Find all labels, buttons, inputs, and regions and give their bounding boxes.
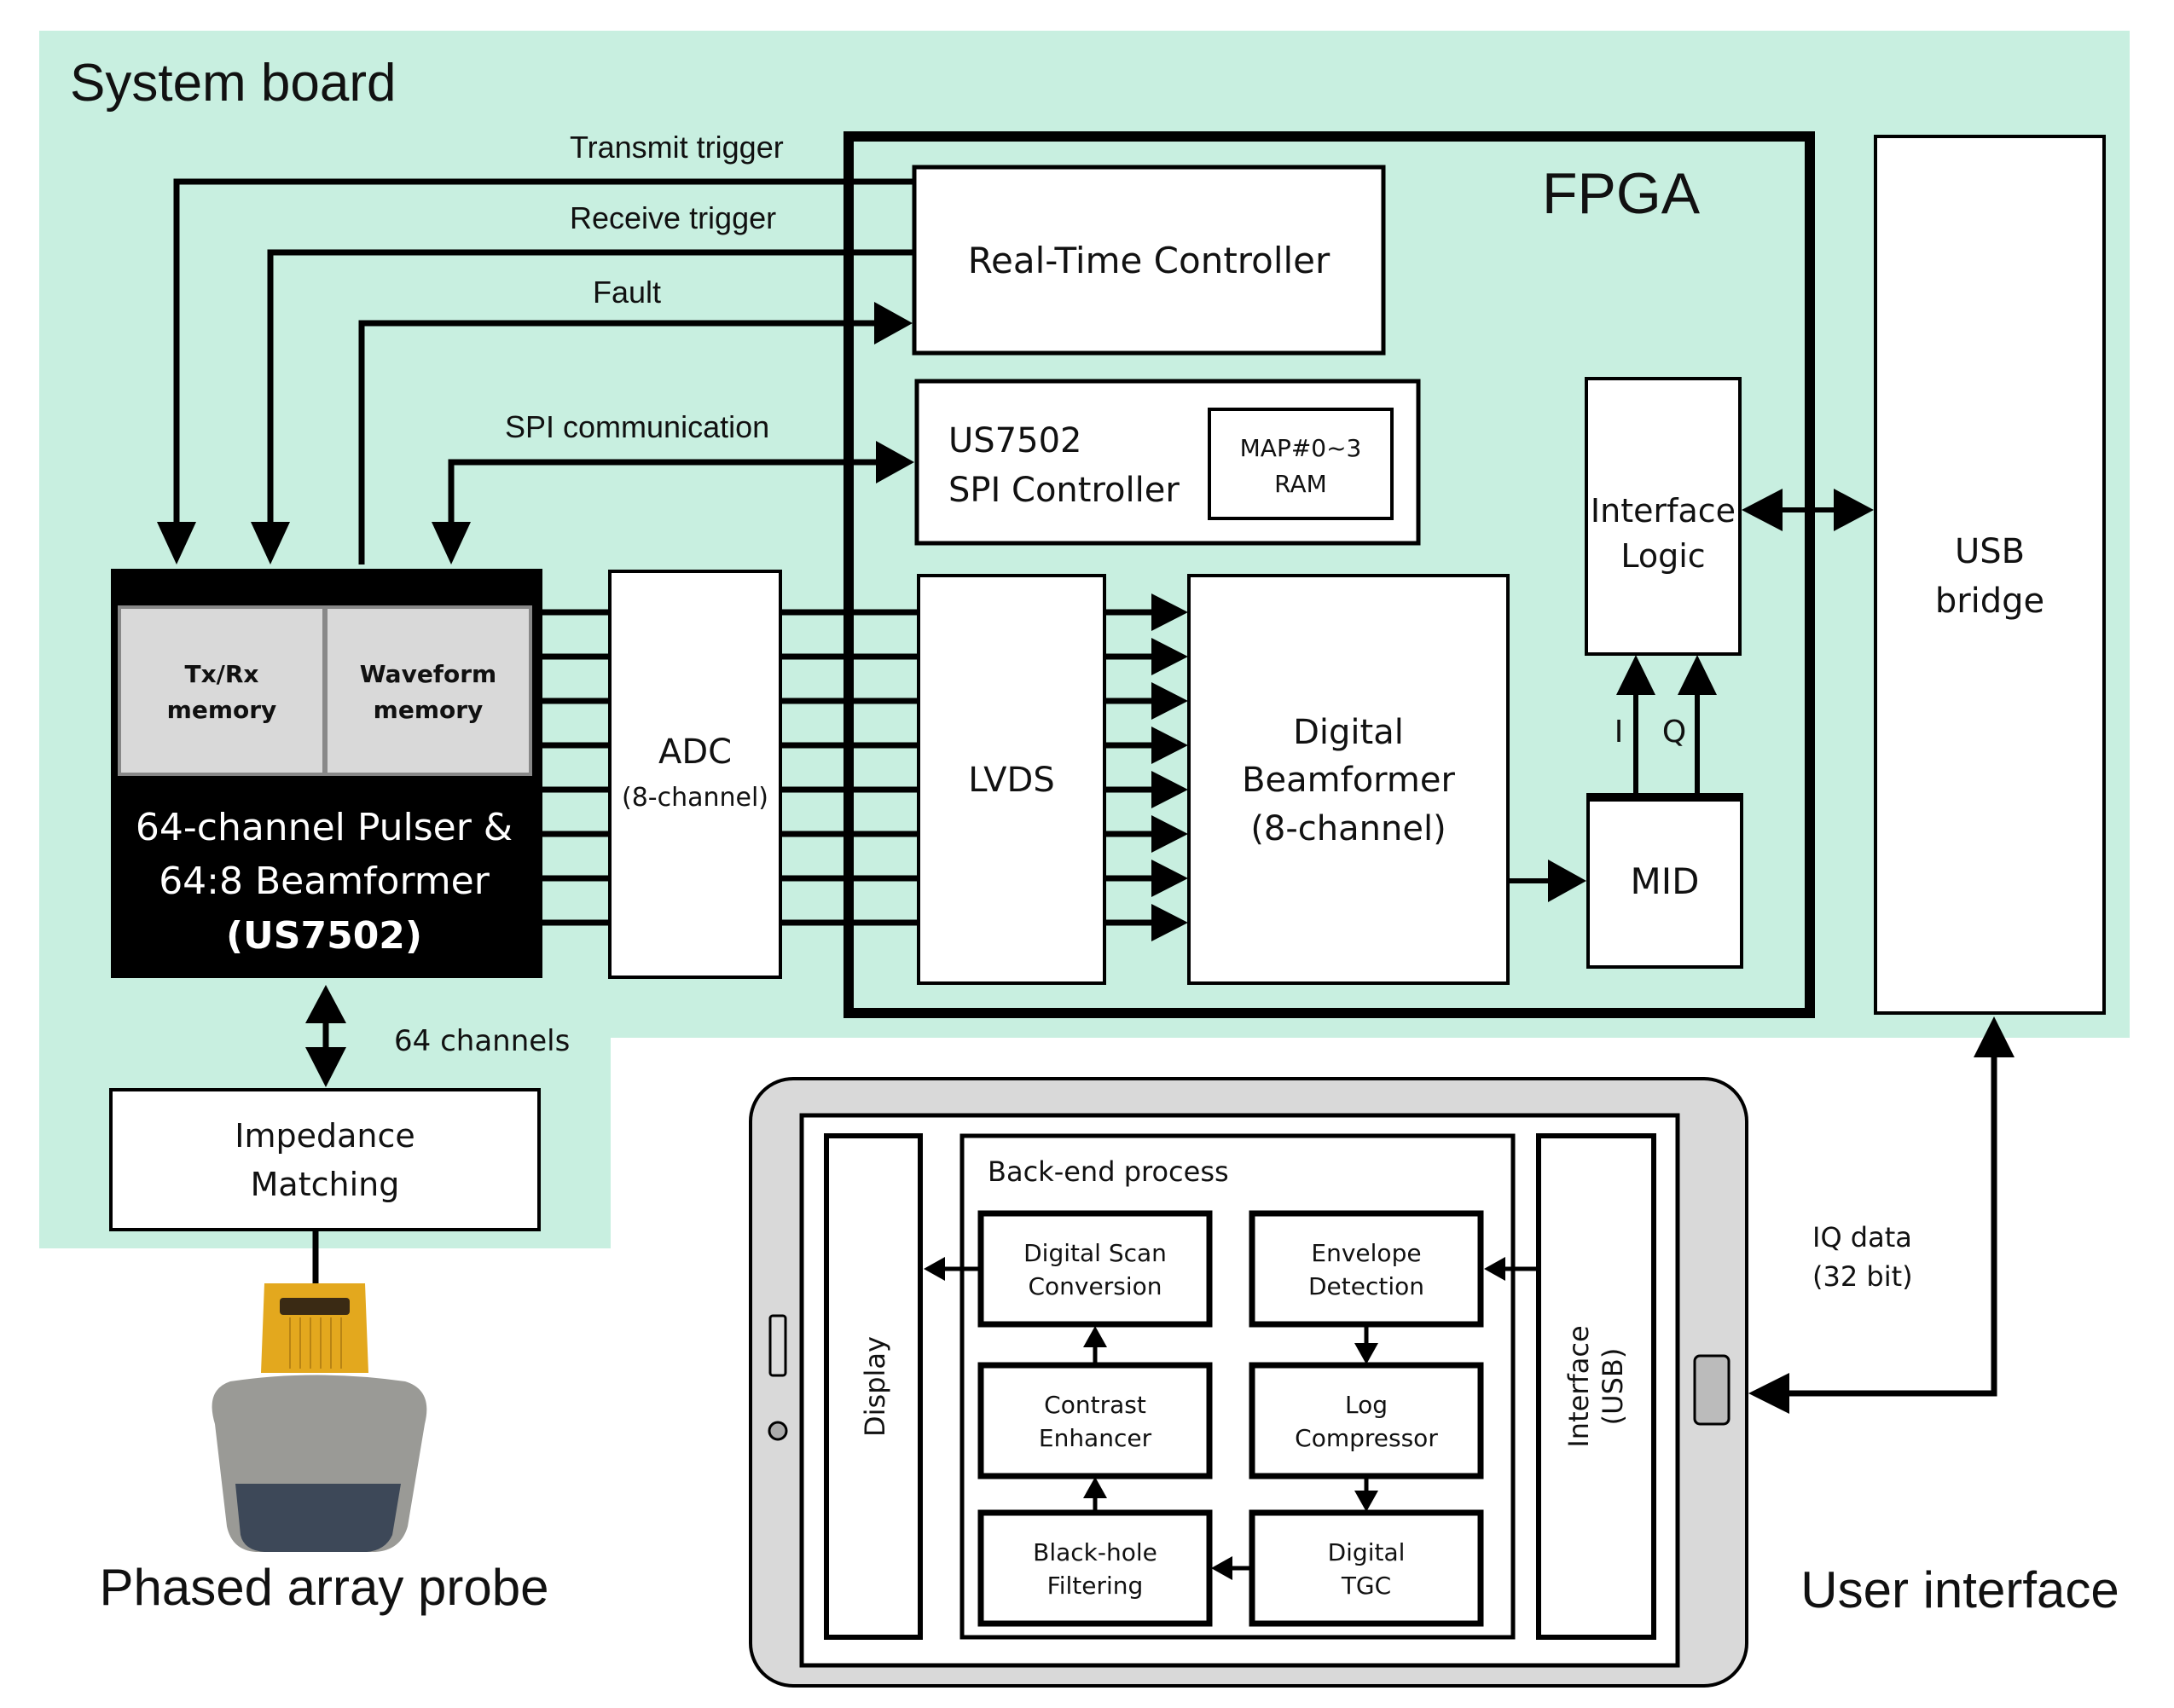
- map-ram-label-2: RAM: [1274, 470, 1327, 498]
- channel-arrowhead: [1151, 682, 1188, 720]
- channel-arrowhead: [1151, 815, 1188, 853]
- adc-label-1: ADC: [658, 732, 732, 772]
- envelope-detection-box: [1249, 1210, 1484, 1328]
- digital-beamformer-label-2: Beamformer: [1242, 761, 1455, 800]
- interface-logic-box: [1585, 377, 1742, 656]
- usb-bridge-label-2: bridge: [1935, 582, 2044, 621]
- channel-arrowhead: [1151, 904, 1188, 941]
- backend-arrows: [924, 1257, 1539, 1580]
- q-label: Q: [1662, 715, 1686, 750]
- channel-arrowhead: [1151, 771, 1188, 808]
- iq-data-link: [1748, 1016, 2015, 1414]
- spi-communication-line: [432, 441, 914, 565]
- channels-label: 64 channels: [394, 1024, 570, 1058]
- impedance-matching-box: [109, 1088, 541, 1231]
- txrx-memory-label-2: memory: [167, 696, 277, 724]
- probe-caption: Phased array probe: [100, 1559, 549, 1616]
- beamformer-mid-arrow: [1508, 860, 1586, 902]
- interface-usb-label-2: (USB): [1597, 1348, 1629, 1426]
- channel-arrowhead: [1151, 638, 1188, 675]
- fault-label: Fault: [593, 275, 661, 310]
- iq-data-label-1: IQ data: [1812, 1221, 1912, 1253]
- pulser-label-1: 64-channel Pulser &: [136, 806, 513, 849]
- fpga-box: [844, 131, 1815, 1018]
- txrx-memory-label-1: Tx/Rx: [184, 660, 258, 688]
- channel-lines: [542, 593, 1188, 941]
- fault-line: [358, 302, 913, 565]
- display-box: [824, 1133, 923, 1640]
- user-interface-caption: User interface: [1800, 1561, 2119, 1618]
- tablet-speaker: [768, 1314, 787, 1377]
- adc-box: [608, 570, 782, 979]
- transmit-trigger-line: [157, 178, 914, 565]
- digital-beamformer-label-3: (8-channel): [1250, 809, 1446, 848]
- envelope-label-1: Envelope: [1311, 1239, 1421, 1267]
- txrx-memory-box: [118, 605, 326, 776]
- envelope-label-2: Detection: [1308, 1272, 1424, 1300]
- mid-box: [1586, 793, 1743, 969]
- map-ram-label-1: MAP#0~3: [1240, 434, 1362, 462]
- contrast-label-2: Enhancer: [1039, 1424, 1152, 1452]
- tablet-usb-port[interactable]: [1693, 1354, 1731, 1426]
- waveform-memory-label-2: memory: [374, 696, 484, 724]
- spi-controller-label-2: SPI Controller: [948, 471, 1180, 510]
- interface-usb-box: [1536, 1133, 1656, 1640]
- tgc-label-2: TGC: [1341, 1572, 1391, 1600]
- digital-tgc-box: [1249, 1509, 1484, 1627]
- receive-trigger-line: [251, 249, 914, 565]
- transmit-trigger-label: Transmit trigger: [570, 130, 784, 165]
- blackhole-label-1: Black-hole: [1033, 1538, 1157, 1566]
- pulser-label-3: (US7502): [226, 914, 422, 958]
- spi-communication-label: SPI communication: [505, 409, 769, 444]
- i-label: I: [1615, 715, 1624, 750]
- interface-logic-label-2: Logic: [1620, 537, 1705, 575]
- impedance-label-2: Matching: [251, 1166, 400, 1203]
- waveform-memory-label-1: Waveform: [360, 660, 496, 688]
- channel-arrowhead: [1151, 860, 1188, 897]
- adc-label-2: (8-channel): [622, 783, 768, 813]
- channel-arrowhead: [1151, 727, 1188, 764]
- contrast-label-1: Contrast: [1044, 1391, 1146, 1419]
- interface-usb-arrow: [1742, 489, 1874, 531]
- iq-arrows: [1616, 655, 1717, 795]
- impedance-label-1: Impedance: [235, 1117, 415, 1155]
- display-label: Display: [859, 1336, 891, 1437]
- channel-arrowhead: [1151, 593, 1188, 631]
- phased-array-probe-image: [212, 1283, 427, 1552]
- map-ram-box: [1208, 408, 1394, 520]
- log-compressor-box: [1249, 1362, 1484, 1479]
- usb-bridge-box: [1874, 135, 2106, 1015]
- black-hole-filtering-box: [977, 1509, 1213, 1627]
- lvds-box: [917, 574, 1106, 985]
- interface-usb-label-1: Interface: [1562, 1325, 1595, 1447]
- real-time-controller-box: [912, 165, 1386, 356]
- spi-controller-label-1: US7502: [948, 421, 1081, 460]
- system-board-title: System board: [70, 54, 397, 113]
- blackhole-label-2: Filtering: [1047, 1572, 1144, 1600]
- digital-scan-conversion-box: [977, 1210, 1213, 1328]
- dsc-label-1: Digital Scan: [1023, 1239, 1167, 1267]
- receive-trigger-label: Receive trigger: [570, 200, 776, 235]
- digital-beamformer-box: [1187, 574, 1510, 985]
- fpga-title: FPGA: [1542, 161, 1701, 226]
- log-label-2: Compressor: [1295, 1424, 1438, 1452]
- tablet-camera: [768, 1421, 788, 1441]
- pulser-label-2: 64:8 Beamformer: [159, 860, 490, 903]
- dsc-label-2: Conversion: [1029, 1272, 1162, 1300]
- backend-process-title: Back-end process: [988, 1155, 1229, 1188]
- iq-data-label-2: (32 bit): [1812, 1260, 1913, 1293]
- contrast-enhancer-box: [977, 1362, 1213, 1479]
- lvds-label: LVDS: [968, 761, 1054, 800]
- waveform-memory-box: [324, 605, 532, 776]
- digital-beamformer-label-1: Digital: [1293, 713, 1404, 752]
- usb-bridge-label-1: USB: [1955, 532, 2025, 571]
- mid-label: MID: [1631, 860, 1700, 902]
- real-time-controller-label: Real-Time Controller: [968, 240, 1330, 281]
- log-label-1: Log: [1345, 1391, 1388, 1419]
- tgc-label-1: Digital: [1328, 1538, 1406, 1566]
- interface-logic-label-1: Interface: [1591, 492, 1736, 530]
- channels-arrow: [305, 985, 346, 1087]
